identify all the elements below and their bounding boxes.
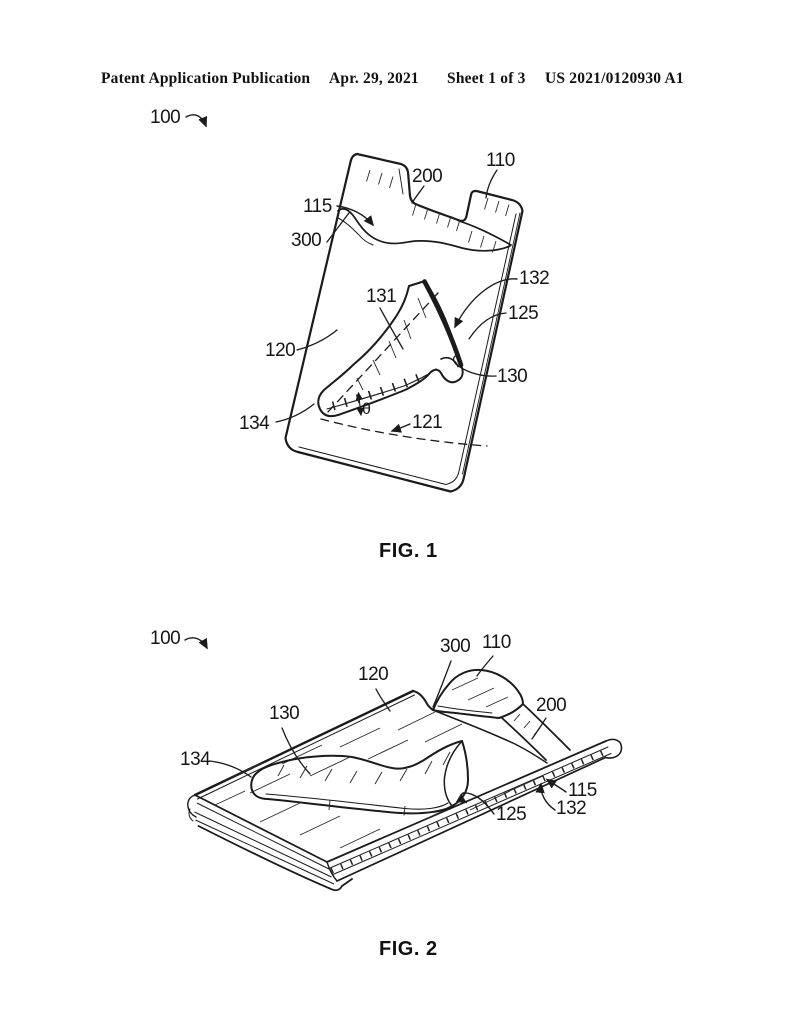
fig2-ref-130: 130 [269, 703, 300, 724]
fig1-leader-134 [275, 403, 315, 423]
fig1-leader-130 [452, 354, 497, 377]
fig1-pocket-wave-edge [337, 208, 511, 252]
fig1-ref-132: 132 [519, 268, 550, 289]
fig2-ref-200: 200 [536, 695, 567, 716]
fig2-leader-132 [535, 782, 556, 811]
fig2-leader-130 [281, 727, 311, 775]
fig1-door-bottom-edge [458, 220, 512, 246]
fig2-door-tab [432, 668, 524, 719]
fig1-ref-121: 121 [412, 412, 443, 433]
fig1-kickstand-flap [317, 280, 464, 418]
fig2-rail-ticks [330, 747, 611, 874]
fig2-ref-110: 110 [482, 632, 511, 653]
fig1-leader-131 [379, 307, 404, 350]
fig2-flap-ticks [277, 751, 451, 816]
fig2-door-hatch [451, 677, 509, 708]
fig2-ref-132: 132 [556, 798, 587, 819]
fig2-leader-115 [545, 778, 567, 793]
fig2-notch [412, 690, 434, 711]
fig1-ref-120: 120 [265, 340, 296, 361]
fig2-near-edge [194, 794, 328, 863]
fig2-neck-strip [501, 717, 547, 761]
fig1-leader-115 [336, 205, 374, 227]
fig2-leader-125 [455, 792, 495, 815]
fig1-ref-125: 125 [508, 303, 539, 324]
fig1-leader-121 [390, 423, 411, 433]
fig1-theta-arrow [355, 391, 364, 417]
figure1-drawing [185, 114, 524, 493]
fig1-base-dashed-line [320, 418, 488, 447]
fig2-leader-100 [184, 637, 208, 650]
fig1-leader-300 [326, 212, 350, 243]
fig1-card-thickness [298, 213, 517, 485]
fig1-ref-134: 134 [239, 413, 270, 434]
sheet-header: Patent Application Publication Apr. 29, … [0, 70, 791, 90]
fig2-ref-300: 300 [440, 636, 471, 657]
fig1-leader-120 [296, 329, 338, 351]
fig2-face-hatch [214, 711, 544, 849]
fig1-leader-125 [468, 312, 507, 340]
fig1-ref-110: 110 [486, 150, 515, 171]
fig2-ref-120: 120 [358, 664, 389, 685]
fig1-ref-130: 130 [497, 366, 528, 387]
fig1-ref-100: 100 [150, 107, 181, 128]
fig2-kickstand-flap [250, 740, 469, 815]
fig2-leader-300 [432, 660, 452, 708]
fig2-leader-120 [375, 688, 391, 712]
fig2-layer-lines [194, 802, 335, 885]
fig1-leader-100 [185, 114, 208, 128]
fig1-ref-115: 115 [303, 196, 332, 217]
fig2-ref-125: 125 [496, 804, 527, 825]
fig1-ref-theta: θ [362, 401, 371, 418]
fig1-card-body [284, 152, 524, 493]
fig1-flap-face-hatch [356, 297, 427, 391]
fig1-ref-131: 131 [366, 286, 397, 307]
fig1-leader-lines [185, 114, 518, 433]
header-date: Apr. 29, 2021 [329, 70, 419, 87]
fig1-fold-edge [422, 279, 464, 368]
fig1-leader-200 [411, 185, 425, 204]
fig1-ref-300: 300 [291, 230, 322, 251]
fig2-left-end-cap [187, 794, 197, 818]
fig1-leader-110 [485, 169, 498, 199]
fig2-leader-200 [531, 717, 547, 740]
fig1-leader-132 [454, 278, 518, 329]
fig2-caption: FIG. 2 [379, 938, 438, 960]
fig1-ref-200: 200 [412, 166, 443, 187]
fig1-slot-curve [440, 356, 459, 368]
fig2-bottom-edge [197, 825, 353, 892]
figure2-drawing [184, 637, 623, 892]
fig2-ref-115: 115 [568, 780, 597, 801]
fig2-ref-100: 100 [150, 628, 181, 649]
fig2-leader-lines [184, 637, 567, 815]
fig1-hatch-ticks [366, 169, 510, 253]
fig2-ref-134: 134 [180, 749, 211, 770]
header-patent-number: US 2021/0120930 A1 [545, 70, 684, 87]
fig2-leader-134 [209, 760, 252, 778]
header-publication-title: Patent Application Publication [101, 70, 311, 87]
header-sheet-number: Sheet 1 of 3 [447, 70, 526, 87]
fig1-caption: FIG. 1 [379, 540, 438, 562]
fig2-leader-110 [476, 655, 494, 677]
